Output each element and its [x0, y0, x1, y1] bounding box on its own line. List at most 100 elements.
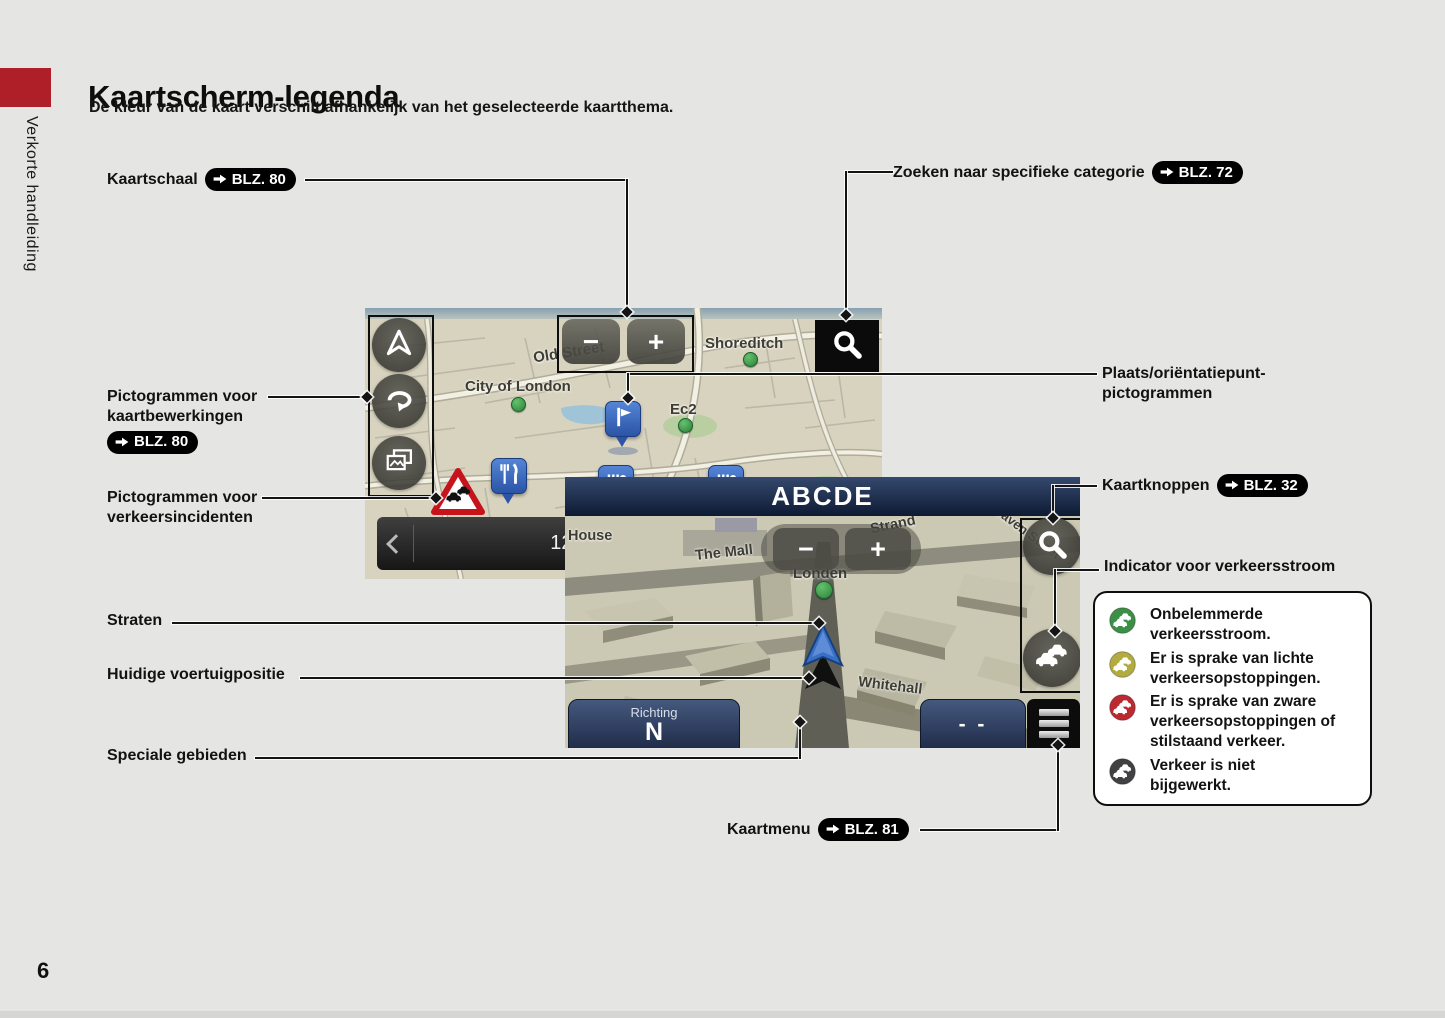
callout-line — [845, 171, 847, 314]
callout-line — [626, 179, 628, 311]
minus-icon: − — [798, 533, 814, 564]
legend-text: Er is sprake van lichte verkeersopstoppi… — [1150, 649, 1321, 687]
callout-line — [1056, 569, 1099, 571]
restaurant-icon — [496, 461, 522, 492]
direction-button[interactable]: Richting N — [568, 699, 740, 748]
search-button[interactable] — [815, 320, 879, 372]
callout-zoeken: Zoeken naar specifieke categorie BLZ. 72 — [893, 161, 1243, 184]
direction-label: Richting — [630, 705, 678, 720]
search-icon — [1036, 528, 1068, 565]
page-subtitle: De kleur van de kaart verschilt afhankel… — [89, 99, 674, 116]
traffic-flow-heavy-icon — [1109, 694, 1136, 722]
north-up-button[interactable] — [372, 318, 426, 372]
restaurant-pin — [491, 458, 527, 504]
legend-text: Onbelemmerde verkeersstroom. — [1150, 606, 1271, 643]
callout-kaartbewerkingen: Pictogrammen voor kaartbewerkingen BLZ. … — [107, 387, 282, 454]
north-arrow-icon — [384, 328, 414, 363]
callout-kaartschaal: Kaartschaal BLZ. 80 — [107, 168, 296, 191]
callout-label: Speciale gebieden — [107, 747, 247, 764]
rotate-view-button[interactable] — [372, 374, 426, 428]
page-ref-arrow-icon — [825, 823, 841, 835]
zoom-out-button[interactable]: − — [562, 319, 620, 364]
callout-line — [1054, 485, 1097, 487]
map1-street-city-of-london: City of London — [465, 378, 571, 395]
callout-line — [846, 171, 893, 173]
traffic-flow-button[interactable] — [1023, 629, 1080, 687]
zoom-out-button[interactable]: − — [773, 528, 839, 570]
callout-line — [799, 723, 801, 759]
callout-line — [300, 677, 809, 679]
map1-street-ec2: Ec2 — [670, 401, 697, 418]
zoom-in-button[interactable]: + — [845, 528, 911, 570]
callout-line — [628, 373, 1097, 375]
callout-kaartmenu: Kaartmenu BLZ. 81 — [727, 818, 909, 841]
vehicle-position-icon — [801, 622, 845, 708]
traffic-flow-light-icon — [1109, 650, 1136, 678]
page-ref-text: BLZ. 81 — [844, 820, 899, 838]
map-tools-callout-box — [368, 315, 434, 497]
map-mode-button[interactable] — [372, 436, 426, 490]
callout-kaartknoppen: Kaartknoppen BLZ. 32 — [1102, 474, 1308, 497]
map2-street-house: House — [568, 528, 613, 544]
callout-line — [920, 829, 1059, 831]
scale-bar-divider — [413, 524, 414, 563]
chapter-accent-square — [0, 68, 51, 107]
legend-text: Verkeer is niet bijgewerkt. — [1150, 756, 1256, 794]
page-ref-badge: BLZ. 80 — [107, 431, 199, 454]
callout-line — [262, 497, 435, 499]
callout-line — [627, 373, 629, 397]
legend-text: Er is sprake van zware verkeersopstoppin… — [1150, 693, 1336, 751]
rotate-view-icon — [384, 384, 414, 419]
callout-indicator: Indicator voor verkeersstroom — [1104, 558, 1335, 576]
page-ref-badge: BLZ. 80 — [204, 168, 296, 191]
traffic-cars-icon — [1032, 643, 1072, 674]
page-number: 6 — [37, 958, 50, 983]
page-title: Kaartscherm-legenda — [88, 78, 400, 114]
callout-verkeersincidenten: Pictogrammen voor verkeersincidenten — [107, 488, 277, 528]
distance-value: - - — [958, 712, 988, 736]
page-ref-badge: BLZ. 72 — [1151, 161, 1243, 184]
map2-search-button[interactable] — [1023, 517, 1080, 575]
callout-voertuigpositie: Huidige voertuigpositie — [107, 666, 285, 684]
map1-place-dot-city — [511, 397, 526, 412]
callout-line — [305, 179, 627, 181]
callout-label: Plaats/oriëntatiepunt-pictogrammen — [1102, 365, 1266, 402]
map2-zoom-cluster: − + — [761, 524, 921, 574]
map-menu-button[interactable] — [1027, 699, 1080, 748]
callout-plaats: Plaats/oriëntatiepunt-pictogrammen — [1102, 364, 1297, 404]
zoom-in-button[interactable]: + — [627, 319, 685, 364]
callout-label: Zoeken naar specifieke categorie — [893, 163, 1145, 181]
callout-label: Indicator voor verkeersstroom — [1104, 558, 1336, 575]
distance-display-button[interactable]: - - — [920, 699, 1026, 748]
page-ref-text: BLZ. 80 — [134, 433, 189, 450]
map1-street-shoreditch: Shoreditch — [705, 335, 784, 352]
map-screenshot-3d: ABCDE House Strand The Mall Londe — [565, 477, 1080, 748]
map2-place-dot-londen — [815, 581, 833, 599]
callout-label: Huidige voertuigpositie — [107, 666, 285, 683]
legend-row: Er is sprake van lichte verkeersopstoppi… — [1109, 649, 1360, 689]
traffic-incident-icon — [431, 468, 485, 521]
minus-icon: − — [582, 325, 600, 357]
search-icon — [831, 328, 863, 365]
page-ref-badge: BLZ. 81 — [817, 818, 909, 841]
callout-label: Straten — [107, 612, 163, 629]
plus-icon: + — [647, 325, 665, 357]
route-name-banner: ABCDE — [565, 477, 1080, 516]
callout-line — [1057, 745, 1059, 831]
callout-label: Kaartschaal — [107, 170, 198, 188]
page-ref-text: BLZ. 80 — [231, 170, 286, 188]
page-bottom-edge — [0, 1011, 1445, 1018]
legend-row: Er is sprake van zware verkeersopstoppin… — [1109, 692, 1360, 752]
callout-line — [1054, 569, 1056, 630]
map1-place-dot-ec2 — [678, 418, 693, 433]
direction-value: N — [644, 718, 664, 746]
chevron-left-icon[interactable] — [386, 533, 406, 554]
legend-row: Verkeer is niet bijgewerkt. — [1109, 756, 1360, 796]
traffic-flow-legend-box: Onbelemmerde verkeersstroom. Er is sprak… — [1093, 591, 1372, 806]
callout-line — [268, 396, 368, 398]
callout-line — [1052, 485, 1054, 518]
chapter-sidebar-label: Verkorte handleiding — [23, 116, 40, 272]
callout-label: Kaartmenu — [727, 820, 811, 838]
map-screenshot-2d: Old Street City of London Shoreditch Ec2… — [365, 308, 882, 579]
callout-line — [255, 757, 801, 759]
